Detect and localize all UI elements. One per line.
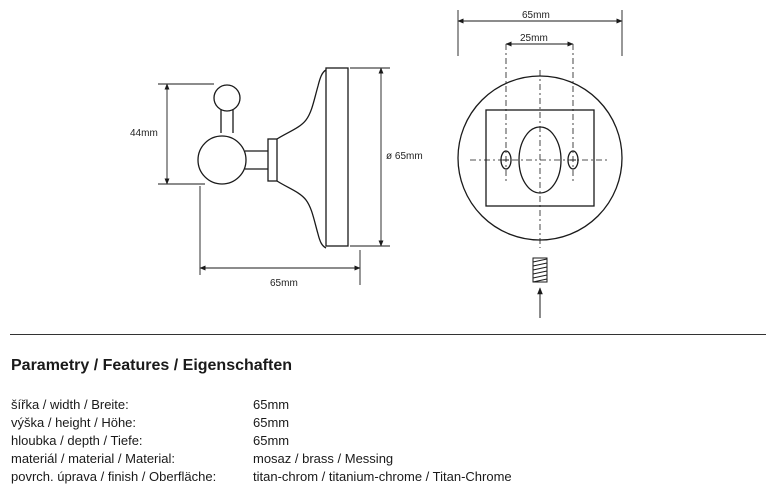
dim-front-width-label: 65mm [522,10,550,21]
hook-body-ball [197,135,247,185]
spec-value: 65mm [253,433,290,448]
spec-value: mosaz / brass / Messing [253,451,394,466]
spec-value: 65mm [253,397,290,412]
spec-label: materiál / material / Material: [11,451,175,466]
spec-value: titan-chrom / titanium-chrome / Titan-Ch… [253,469,512,484]
spec-label: hloubka / depth / Tiefe: [11,433,143,448]
hook-top-ball [213,84,241,112]
spec-label: šířka / width / Breite: [11,397,129,412]
technical-drawing: 44mm 65mm ø 65mm 65mm 25mm [130,10,623,318]
features-heading: Parametry / Features / Eigenschaften [11,357,292,374]
spec-row-depth: hloubka / depth / Tiefe: 65mm [11,432,512,450]
spec-label: výška / height / Höhe: [11,415,137,430]
wall-plate [325,67,349,247]
dim-side-height-label: 44mm [130,128,158,139]
spec-row-finish: povrch. úprava / finish / Oberfläche: ti… [11,468,512,486]
side-dimensions [158,67,390,285]
spec-list: šířka / width / Breite: 65mm výška / hei… [11,396,512,486]
section-divider [10,334,766,335]
spec-row-height: výška / height / Höhe: 65mm [11,414,512,432]
side-view [197,67,349,249]
front-dimensions [457,10,623,56]
spec-label: povrch. úprava / finish / Oberfläche: [11,469,217,484]
spec-row-width: šířka / width / Breite: 65mm [11,396,512,414]
set-screw [532,257,548,283]
dim-front-hole-spacing-label: 25mm [520,33,548,44]
dim-side-diameter-label: ø 65mm [386,151,423,162]
front-centerlines [470,44,610,248]
dim-side-depth-label: 65mm [270,278,298,289]
spec-row-material: materiál / material / Material: mosaz / … [11,450,512,468]
rosette-profile [276,69,327,249]
spec-value: 65mm [253,415,290,430]
